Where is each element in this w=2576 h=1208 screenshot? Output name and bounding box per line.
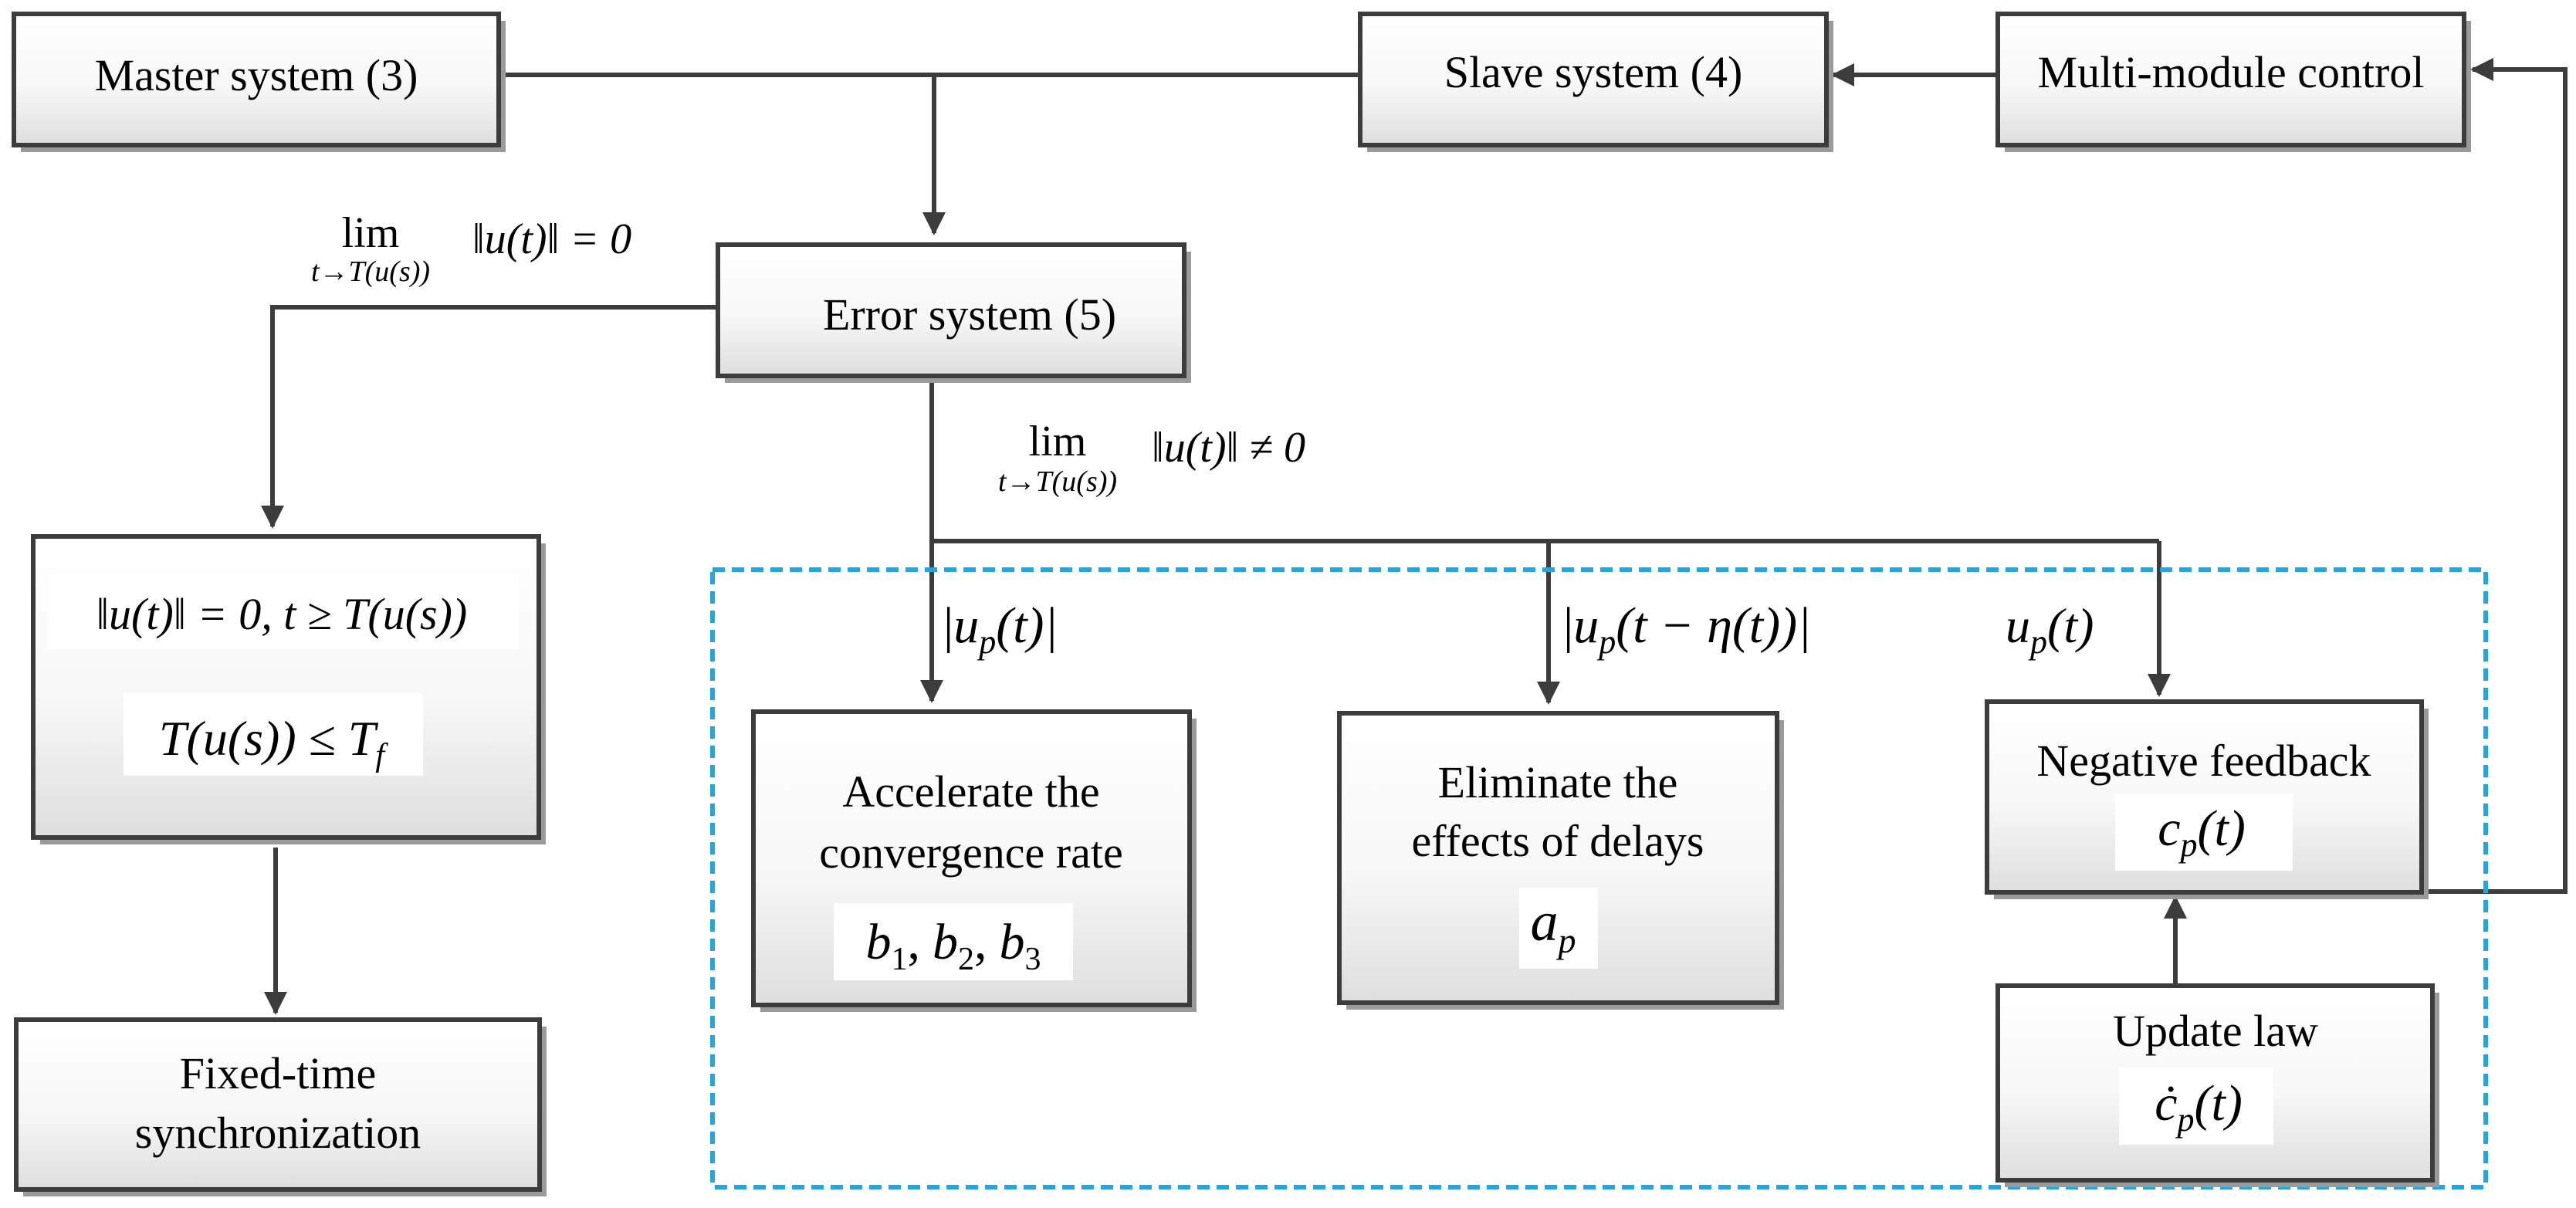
eliminate-label-line1: Eliminate the (1438, 757, 1678, 807)
converged-condition-box: ‖u(t)‖ = 0, t ≥ T(u(s)) T(u(s)) ≤ Tf (31, 534, 546, 844)
accelerate-convergence-box: Accelerate the convergence rate b1,b2,b3 (751, 709, 1197, 1012)
negative-feedback-label: Negative feedback (2036, 736, 2371, 786)
slave-system-label: Slave system (4) (1444, 47, 1743, 97)
lim-word-2: lim (1029, 418, 1087, 465)
multi-module-control-label: Multi-module control (2038, 47, 2425, 97)
fixed-time-label-line1: Fixed-time (180, 1048, 377, 1098)
limit-zero-annotation: lim t→T(u(s)) ‖u(t)‖ = 0 (311, 209, 631, 288)
error-system-box: Error system (5) (716, 242, 1191, 383)
update-law-box: Update law ċp(t) (1995, 983, 2439, 1187)
coefficient-a-label: ap (1531, 891, 1576, 960)
lim-equals-zero: ‖u(t)‖ = 0 (472, 215, 631, 263)
arrow-error-to-converged (261, 305, 718, 529)
connectors (261, 58, 2568, 1015)
coefficient-c-dot-label: ċp(t) (2155, 1075, 2243, 1139)
negative-feedback-box: Negative feedback cp(t) (1985, 699, 2429, 899)
master-system-label: Master system (3) (95, 50, 418, 100)
accelerate-label-line2: convergence rate (819, 827, 1122, 878)
up-label: up(t) (2006, 598, 2094, 661)
arrow-feedback-to-multi (2429, 58, 2568, 894)
lim-subscript-1: t→T(u(s)) (311, 255, 430, 288)
master-system-box: Master system (3) (12, 12, 506, 152)
accelerate-label-line1: Accelerate the (842, 766, 1099, 817)
abs-up-delay-label: |up(t − η(t))| (1563, 597, 1811, 661)
update-law-label: Update law (2113, 1006, 2318, 1056)
time-bound-label: T(u(s)) ≤ Tf (159, 711, 388, 773)
norm-condition-label: ‖u(t)‖ = 0, t ≥ T(u(s)) (96, 589, 467, 639)
slave-system-box: Slave system (4) (1358, 12, 1833, 152)
coefficients-b-label: b1,b2,b3 (866, 914, 1041, 977)
fixed-time-synchronization-box: Fixed-time synchronization (14, 1017, 547, 1196)
eliminate-label-line2: effects of delays (1412, 816, 1704, 866)
lim-word-1: lim (342, 209, 400, 257)
error-branch-trunk (929, 380, 2159, 543)
lim-subscript-2: t→T(u(s)) (998, 465, 1117, 498)
coefficient-c-label: cp(t) (2158, 800, 2246, 864)
limit-nonzero-annotation: lim t→T(u(s)) ‖u(t)‖ ≠ 0 (998, 418, 1305, 498)
multi-module-control-box: Multi-module control (1995, 12, 2471, 152)
lim-not-equal-zero: ‖u(t)‖ ≠ 0 (1152, 424, 1305, 472)
abs-up-label: |up(t)| (943, 597, 1058, 661)
fixed-time-label-line2: synchronization (135, 1108, 421, 1158)
error-system-label: Error system (5) (823, 289, 1116, 340)
eliminate-delays-box: Eliminate the effects of delays ap (1337, 711, 1784, 1010)
